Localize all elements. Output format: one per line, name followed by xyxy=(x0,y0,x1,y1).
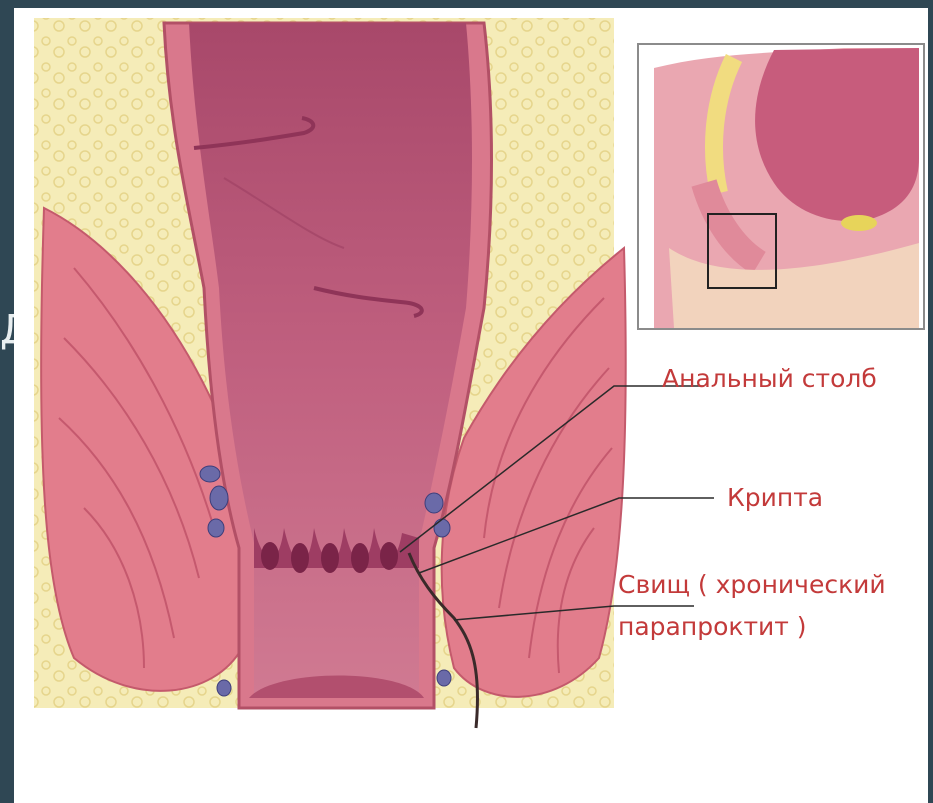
anatomy-figure: Анальный столб Крипта Свищ ( хронический… xyxy=(14,8,928,803)
label-crypt: Крипта xyxy=(727,483,823,513)
slide-right-edge xyxy=(928,0,933,803)
label-fistula-line1: Свищ ( хронический xyxy=(618,570,886,600)
anatomy-illustration xyxy=(14,8,928,803)
label-anal-column: Анальный столб xyxy=(662,364,877,394)
label-fistula-line2: парапроктит ) xyxy=(618,612,807,642)
inset-pelvis-view xyxy=(638,44,924,329)
